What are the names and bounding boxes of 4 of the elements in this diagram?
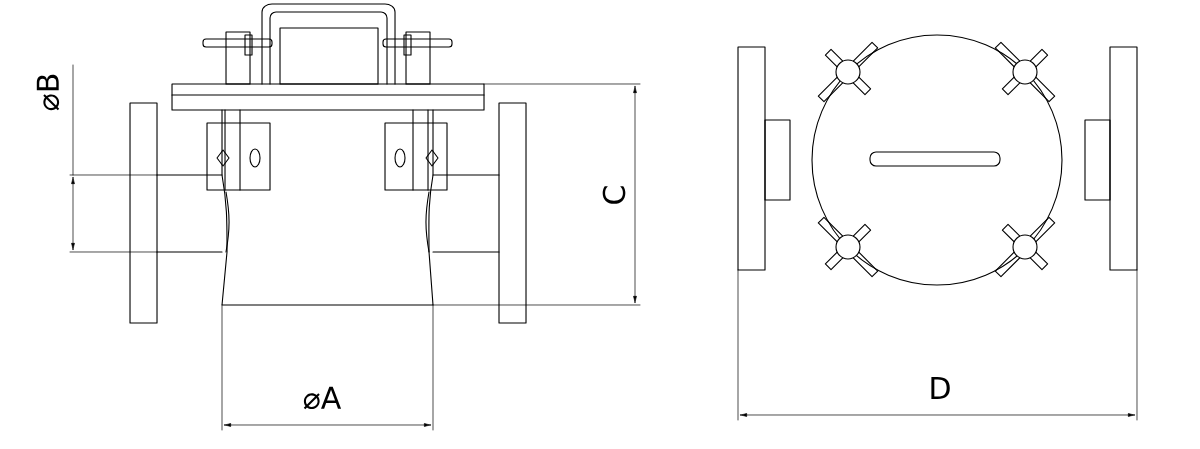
dimension-label: ⌀B — [36, 74, 60, 111]
dimension-label: D — [931, 377, 950, 399]
dimension-label: ⌀A — [303, 386, 342, 410]
dimension-label: C — [602, 186, 626, 204]
